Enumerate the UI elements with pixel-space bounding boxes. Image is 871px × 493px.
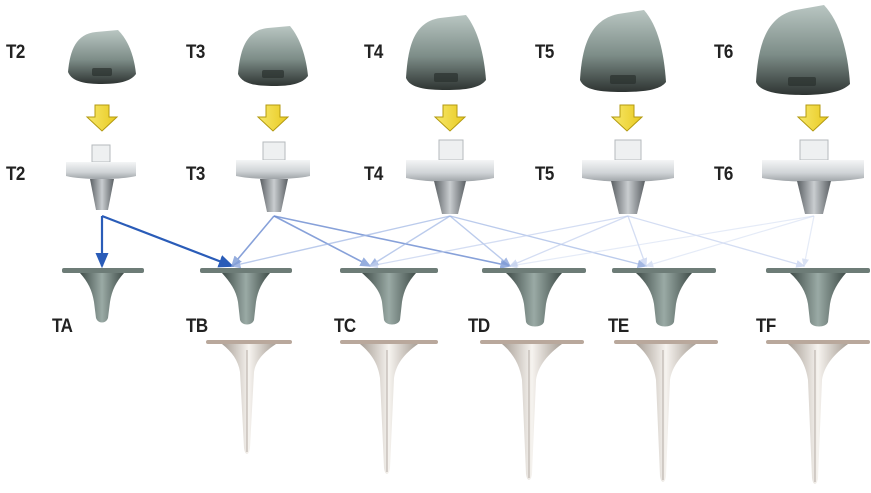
tray-icon xyxy=(406,139,494,214)
tray-icon xyxy=(236,141,310,212)
tray-label-t2: T2 xyxy=(6,162,25,185)
connector-arrow xyxy=(230,215,275,268)
baseplate-label-te: TE xyxy=(608,314,629,337)
connector-arrow xyxy=(101,214,235,268)
insert-label-t5: T5 xyxy=(535,40,554,63)
tray-label-t3: T3 xyxy=(186,162,205,185)
tray-icon xyxy=(762,139,864,214)
connector-arrows xyxy=(95,214,815,269)
down-arrow-icon xyxy=(610,104,644,132)
baseplate-label-td: TD xyxy=(468,314,490,337)
connector-arrow xyxy=(273,215,372,267)
stem-icon xyxy=(614,340,718,482)
connector-arrow xyxy=(644,215,815,268)
insert-label-t6: T6 xyxy=(714,40,733,63)
stem-icon xyxy=(206,340,292,454)
stem-icon xyxy=(766,340,870,484)
baseplate-label-tf: TF xyxy=(756,314,776,337)
connector-arrow xyxy=(449,215,648,268)
down-arrow-icon xyxy=(433,104,467,132)
baseplate-icon xyxy=(766,268,870,327)
connector-arrow xyxy=(627,215,648,268)
baseplate-icon xyxy=(340,268,438,325)
connector-arrow xyxy=(508,215,815,269)
down-arrow-icon xyxy=(256,104,290,132)
baseplate-icon xyxy=(612,268,716,327)
insert-label-t3: T3 xyxy=(186,40,205,63)
connector-arrow xyxy=(801,215,815,268)
down-arrow-icon xyxy=(85,104,119,132)
baseplate-icon xyxy=(62,268,144,323)
insert-label-t2: T2 xyxy=(6,40,25,63)
connector-arrow xyxy=(230,215,451,269)
baseplate-label-tc: TC xyxy=(334,314,356,337)
stem-icon xyxy=(480,340,584,480)
baseplate-icon xyxy=(200,268,292,325)
connector-arrow xyxy=(273,215,512,269)
insert-icon xyxy=(580,10,666,92)
connector-arrow xyxy=(508,215,629,267)
insert-icon xyxy=(756,5,850,95)
tray-label-t5: T5 xyxy=(535,162,554,185)
connector-arrow xyxy=(368,215,629,269)
baseplate-label-ta: TA xyxy=(52,314,73,337)
connector-arrow xyxy=(449,215,512,267)
insert-icon xyxy=(68,30,136,84)
baseplate-icon xyxy=(482,268,586,327)
insert-label-t4: T4 xyxy=(364,40,383,63)
down-arrow-icon xyxy=(796,104,830,132)
baseplate-label-tb: TB xyxy=(186,314,208,337)
tray-icon xyxy=(66,144,136,210)
insert-icon xyxy=(238,26,308,86)
tray-label-t4: T4 xyxy=(364,162,383,185)
stem-icon xyxy=(340,340,438,474)
connector-arrow xyxy=(368,215,451,267)
tray-label-t6: T6 xyxy=(714,162,733,185)
tray-icon xyxy=(582,139,674,214)
insert-icon xyxy=(406,15,486,90)
connector-arrow xyxy=(627,215,806,268)
